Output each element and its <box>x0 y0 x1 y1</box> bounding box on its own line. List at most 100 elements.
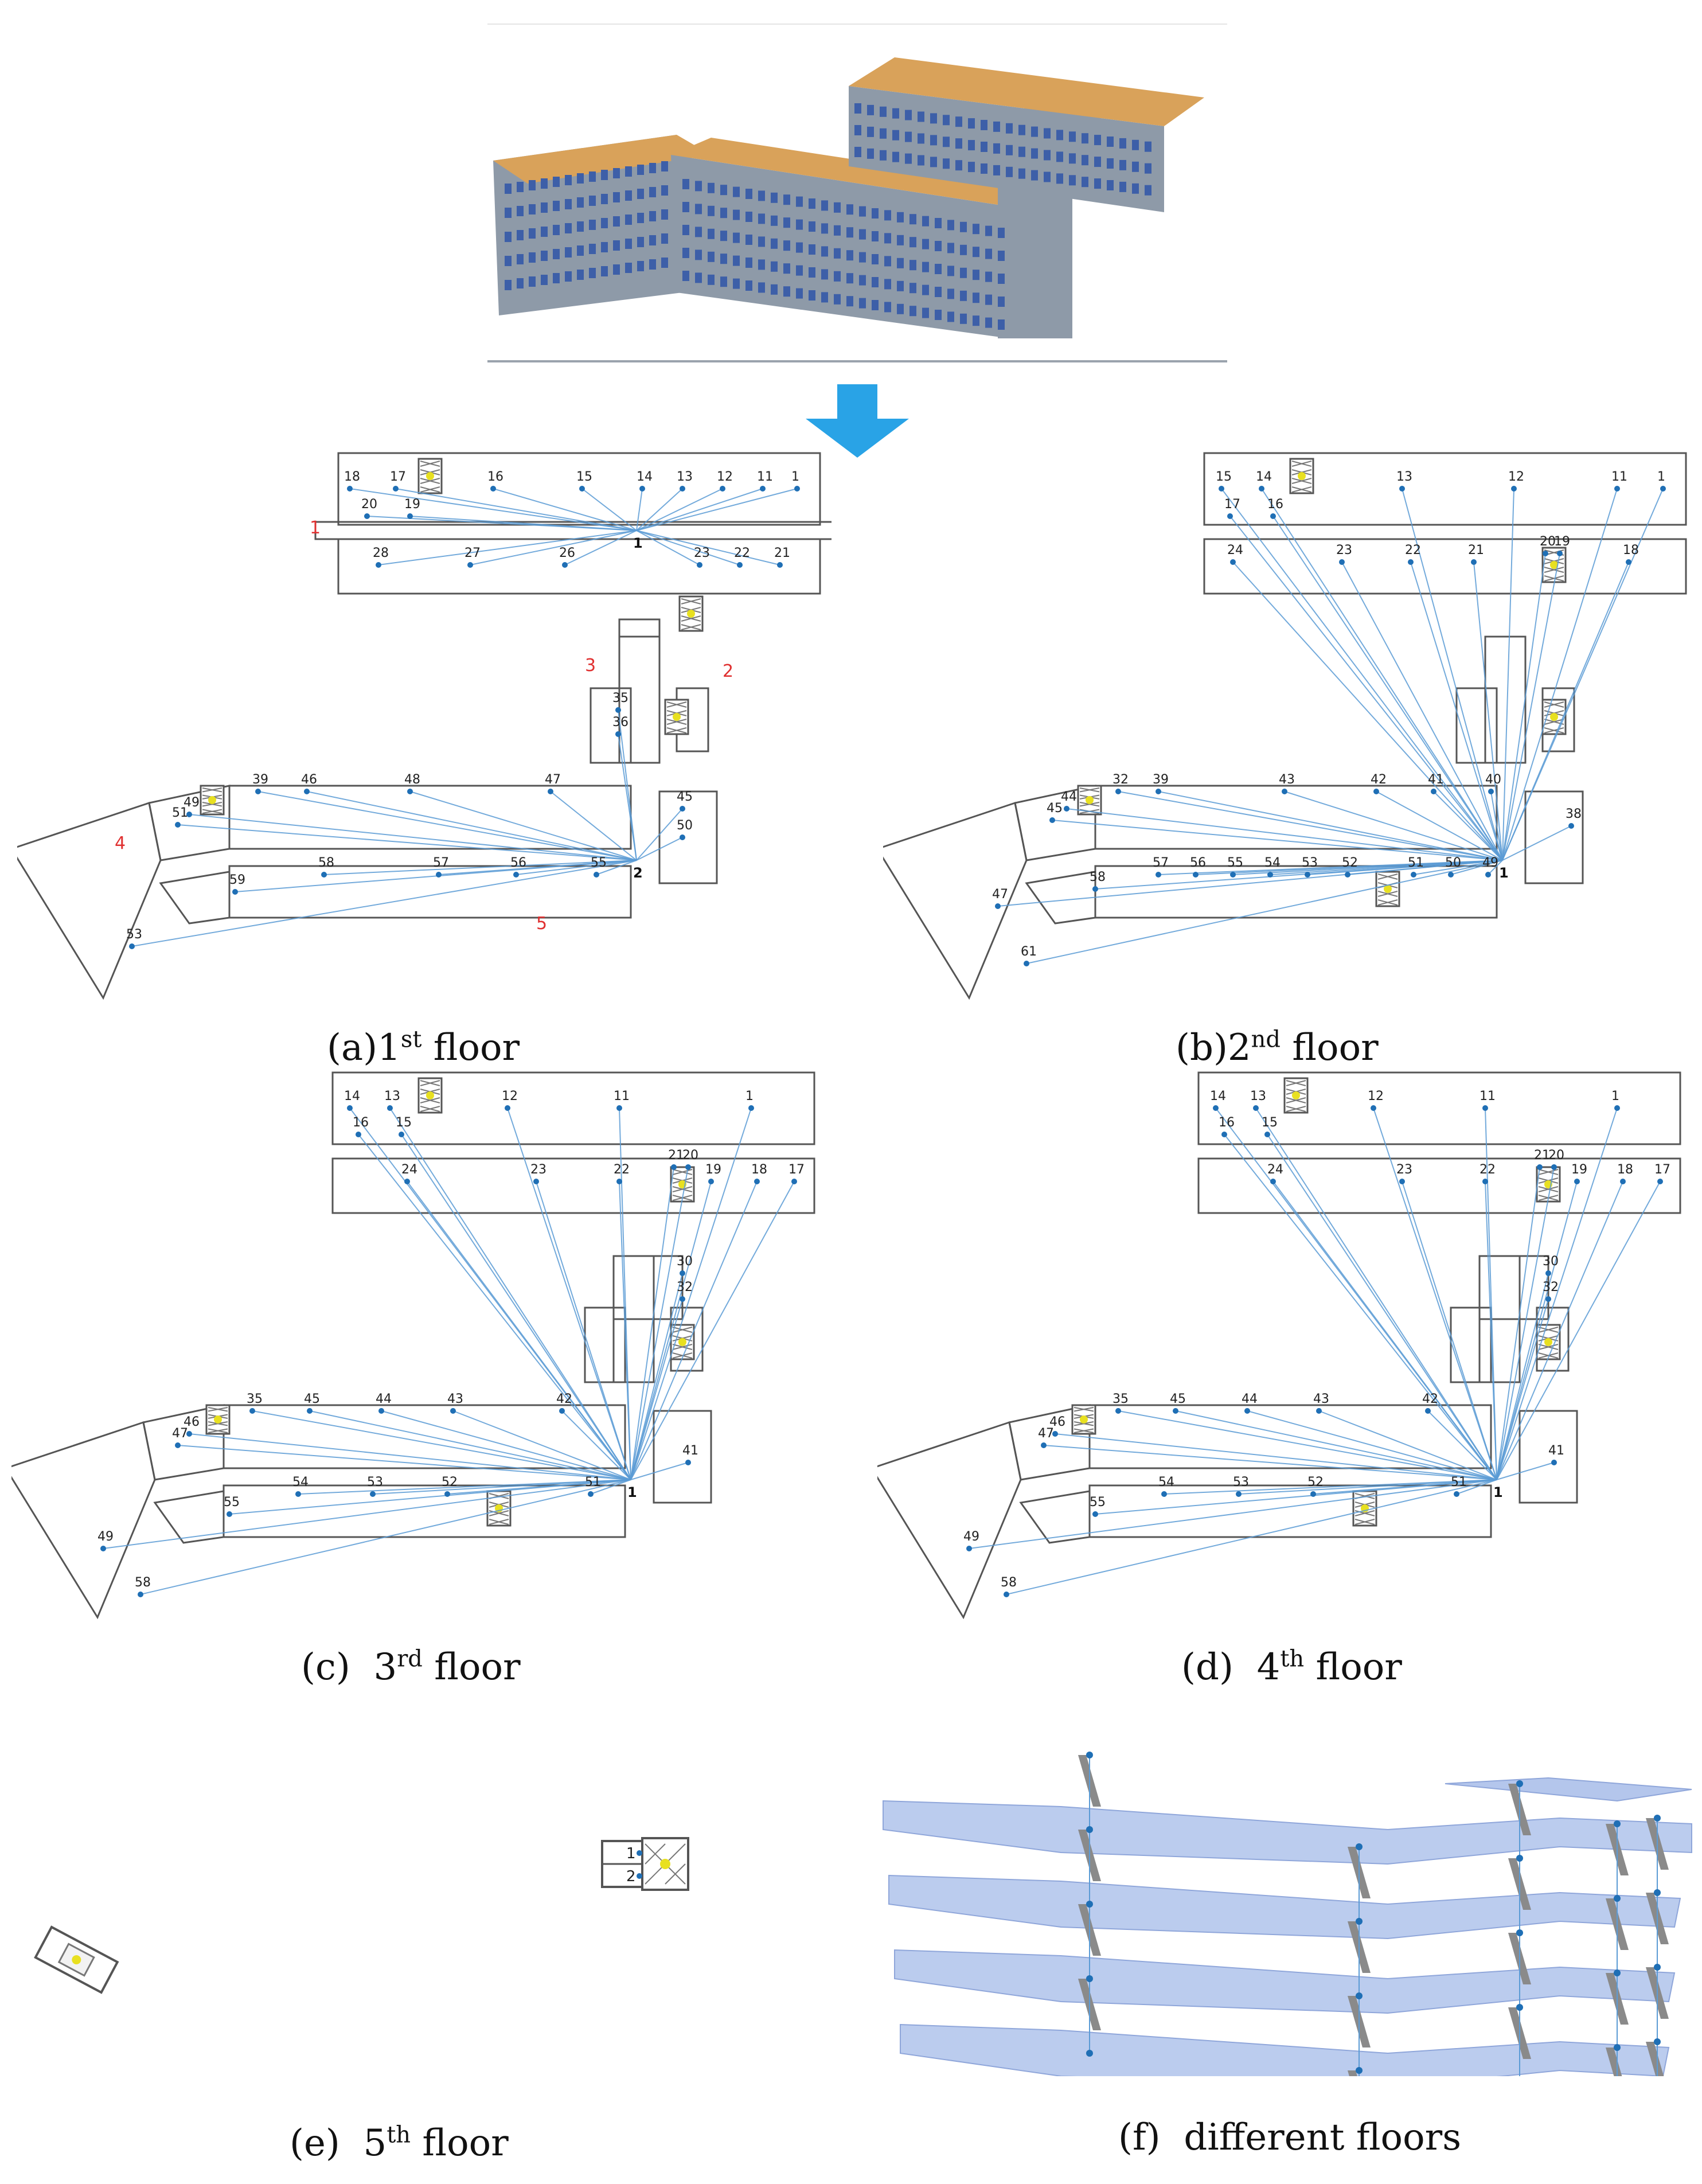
window <box>884 210 891 221</box>
window <box>758 236 765 247</box>
window <box>708 205 715 216</box>
window <box>771 215 778 226</box>
floor-plate <box>894 1949 1676 2014</box>
room-label: 16 <box>1267 497 1283 512</box>
floor-plan-5th: 1 2 <box>34 1837 689 1994</box>
window <box>695 272 702 283</box>
room-label: 47 <box>992 887 1008 902</box>
room-node <box>1213 1105 1219 1111</box>
route-line <box>1402 1181 1497 1480</box>
stair-marker <box>1298 472 1306 480</box>
room-label: 44 <box>1242 1392 1258 1406</box>
room-node <box>1399 1179 1405 1184</box>
window <box>783 240 790 251</box>
window <box>1044 171 1051 182</box>
room-label: 42 <box>1371 773 1387 787</box>
window <box>720 208 727 219</box>
window <box>796 242 803 253</box>
room-node <box>1115 1408 1121 1414</box>
route-line <box>409 516 637 531</box>
route-line <box>177 824 637 861</box>
window <box>821 200 828 211</box>
route-line <box>636 837 683 861</box>
window <box>783 286 790 297</box>
route-line <box>1488 860 1503 875</box>
stair-marker <box>208 796 216 804</box>
route-line <box>493 488 637 531</box>
room-label: 39 <box>252 773 268 787</box>
room-label: 17 <box>1224 497 1240 512</box>
window <box>884 256 891 267</box>
window <box>985 317 992 328</box>
window <box>1082 155 1088 166</box>
route-line <box>1496 1462 1555 1480</box>
stair-marker <box>687 610 695 618</box>
stair-hatch <box>1544 727 1564 734</box>
route-line <box>309 1410 631 1480</box>
room-label: 21 <box>1468 543 1484 557</box>
window <box>809 244 815 255</box>
stair-hatch <box>681 624 701 630</box>
stair-flight <box>1606 2047 1622 2076</box>
room-wall <box>337 452 821 526</box>
room-label: 23 <box>530 1163 546 1177</box>
route-line <box>630 1181 758 1480</box>
route-line <box>306 791 637 861</box>
route-line <box>969 1479 1497 1549</box>
room-node <box>1371 1105 1376 1111</box>
route-line <box>401 1134 631 1480</box>
route-line <box>349 488 637 531</box>
window <box>834 225 841 236</box>
room-label: 49 <box>97 1530 114 1544</box>
room-node <box>615 707 621 713</box>
stair-hatch <box>1291 461 1312 467</box>
route-line <box>630 1298 683 1480</box>
window <box>1107 158 1114 169</box>
room-label: 58 <box>318 856 334 870</box>
room-label: 53 <box>1302 856 1318 870</box>
room-node <box>1115 789 1121 794</box>
route-line <box>1247 1410 1497 1480</box>
room-wall <box>153 1490 225 1544</box>
window <box>601 194 608 204</box>
window <box>905 131 912 142</box>
stair-hatch <box>1079 787 1100 793</box>
window <box>517 278 524 288</box>
stair-hatch <box>681 598 701 604</box>
route-line <box>596 860 637 875</box>
window <box>909 214 916 225</box>
stair-hatch <box>1286 1097 1306 1103</box>
room-label: 58 <box>1090 870 1106 884</box>
room-label: 53 <box>1233 1475 1249 1489</box>
room-label: 15 <box>576 470 592 484</box>
stair-hatch <box>1538 1327 1559 1333</box>
route-line <box>516 860 637 875</box>
route-line <box>636 488 763 531</box>
caption-c: (c) 3rd floor <box>301 1645 521 1688</box>
stair-node <box>1654 2038 1661 2045</box>
window <box>541 202 548 213</box>
window <box>758 282 765 293</box>
room-label: 13 <box>677 470 693 484</box>
room-label: 50 <box>1445 856 1461 870</box>
window <box>897 280 904 291</box>
window <box>854 125 861 135</box>
room-node <box>697 562 702 568</box>
window <box>695 249 702 260</box>
room-node <box>594 872 599 877</box>
window <box>682 202 689 212</box>
window <box>1018 146 1025 157</box>
stair-marker <box>1086 796 1094 804</box>
room-node <box>404 1179 410 1184</box>
room-label: 49 <box>184 795 200 810</box>
stair-hatch <box>1538 1169 1559 1175</box>
room-label: 20 <box>361 497 377 512</box>
room-label: 45 <box>677 790 693 804</box>
room-node <box>685 1460 691 1465</box>
room-node <box>1551 1460 1557 1465</box>
stair-hatch <box>1291 486 1312 493</box>
room-node <box>1253 1105 1259 1111</box>
route-line <box>636 530 780 566</box>
window <box>821 292 828 303</box>
room-label: 42 <box>556 1392 572 1406</box>
